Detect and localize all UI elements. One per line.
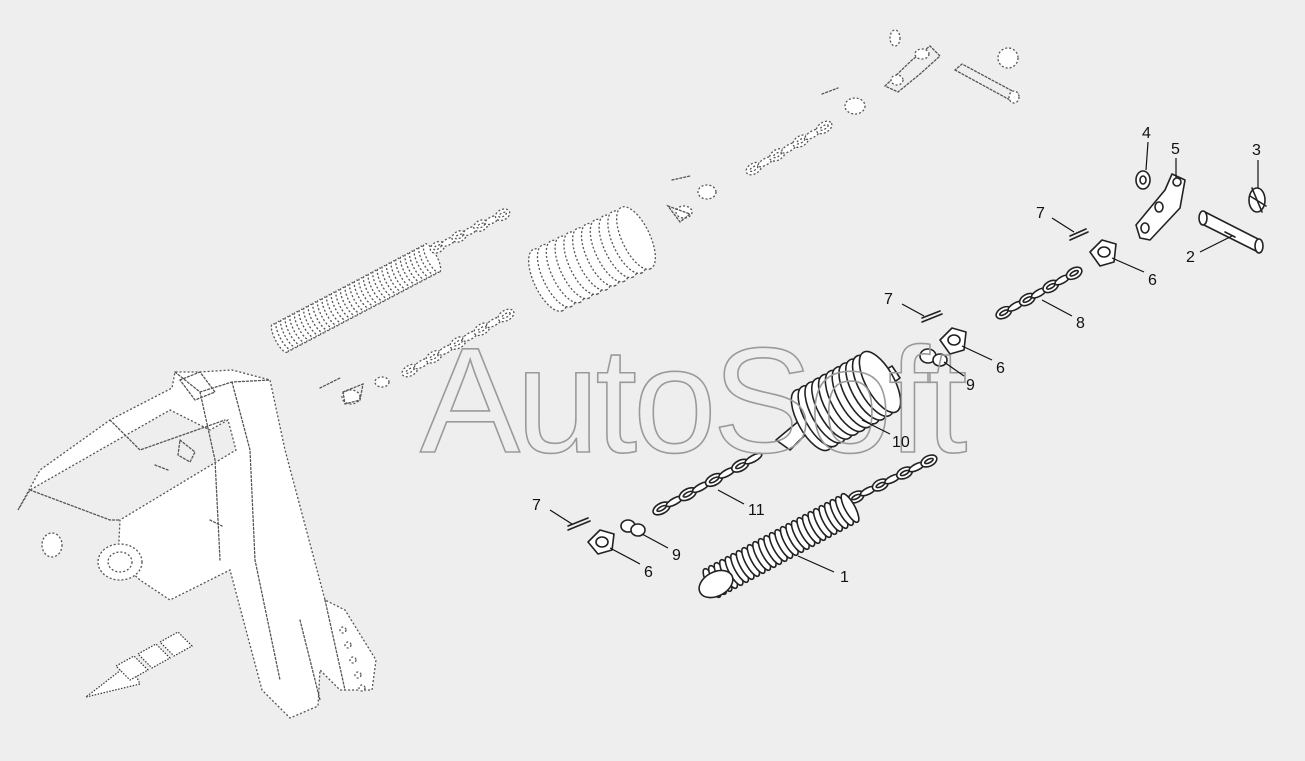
part-9-link-a xyxy=(919,348,948,367)
ghost-chain-b-link-hole xyxy=(429,353,439,361)
callout-label-7a: 7 xyxy=(1036,205,1045,222)
ghost-chain-lower xyxy=(401,308,515,378)
part-5-bracket xyxy=(1135,173,1186,241)
part-1-long-spring xyxy=(698,492,860,599)
part-3-lynch-pin xyxy=(1248,187,1267,213)
ghost-chain-b-link xyxy=(485,316,503,329)
ghost-hardware xyxy=(319,29,1020,405)
chain-11-link xyxy=(744,452,763,465)
spring-1-coil xyxy=(840,492,860,524)
callout-9a: 9 xyxy=(943,361,975,394)
ghost-chain-mid xyxy=(745,120,833,176)
ghost-coil-spring xyxy=(528,206,656,312)
tractor-frame xyxy=(17,369,377,719)
part-6-shackle-b xyxy=(939,327,967,355)
callout-3: 3 xyxy=(1252,142,1261,188)
callout-10: 10 xyxy=(861,419,910,451)
spring-1-end-hook xyxy=(698,569,734,599)
callout-1: 1 xyxy=(797,555,849,586)
callout-label-7c: 7 xyxy=(532,497,541,514)
callout-6c: 6 xyxy=(609,547,653,581)
ghost-chain-b-link xyxy=(437,344,455,356)
callout-7a: 7 xyxy=(1036,205,1075,233)
ghost-chain-upper xyxy=(429,208,511,254)
callout-5: 5 xyxy=(1171,141,1180,178)
callout-label-3: 3 xyxy=(1252,142,1261,159)
ghost-spring-coil xyxy=(422,243,442,273)
callout-label-10: 10 xyxy=(892,434,910,451)
ghost-chain-c-link-hole xyxy=(772,151,783,159)
callout-label-9b: 9 xyxy=(672,547,681,564)
part-7-cotter-pin-b xyxy=(921,310,943,323)
callout-7b: 7 xyxy=(884,291,925,317)
part-8-chain xyxy=(995,266,1083,320)
part-11-chain xyxy=(652,452,763,516)
chain-8-link-hole xyxy=(1069,269,1080,277)
callout-4: 4 xyxy=(1142,125,1151,171)
part-6-shackle-a xyxy=(1089,239,1117,267)
callout-2: 2 xyxy=(1186,235,1233,266)
ghost-assembly-row xyxy=(270,29,1020,405)
ghost-spring xyxy=(270,243,442,353)
part-1-chain xyxy=(847,454,938,504)
callout-11: 11 xyxy=(717,489,765,519)
ghost-coil-coil xyxy=(616,206,656,270)
callout-label-7b: 7 xyxy=(884,291,893,308)
callout-label-6b: 6 xyxy=(996,360,1005,377)
part-10-coil-spring xyxy=(775,350,902,452)
callout-label-1: 1 xyxy=(840,569,849,586)
ghost-chain-b-link-hole xyxy=(405,367,415,375)
ghost-chain-b-link-hole xyxy=(501,311,511,319)
callout-8: 8 xyxy=(1041,299,1085,332)
callout-9b: 9 xyxy=(641,533,681,564)
chain-1-link-hole xyxy=(923,457,934,465)
part-2-pin xyxy=(1198,210,1264,254)
part-9-link-b xyxy=(620,519,646,537)
callout-7c: 7 xyxy=(532,497,573,525)
callout-label-2: 2 xyxy=(1186,249,1195,266)
ghost-chain-c-link-hole xyxy=(749,165,759,173)
ghost-chain-b-link-hole xyxy=(453,339,463,347)
ghost-chain-a-link-hole xyxy=(498,211,507,218)
part-6-shackle-c xyxy=(587,529,615,555)
part-7-cotter-pin-c xyxy=(567,517,591,531)
callout-label-6c: 6 xyxy=(644,564,653,581)
callout-label-5: 5 xyxy=(1171,141,1180,158)
callout-6b: 6 xyxy=(961,345,1005,377)
callout-label-8: 8 xyxy=(1076,315,1085,332)
callout-6a: 6 xyxy=(1111,257,1157,289)
direction-arrow-icon xyxy=(85,631,193,698)
callout-label-11: 11 xyxy=(748,502,765,519)
ghost-chain-b-link-hole xyxy=(477,325,487,333)
watermark-text: AutoSoft xyxy=(420,316,967,484)
part-4-washer xyxy=(1135,170,1151,190)
spring-10-coil xyxy=(858,350,902,414)
part-7-cotter-pin-a xyxy=(1069,228,1089,241)
ghost-chain-c-link-hole xyxy=(819,123,829,131)
ghost-chain-c-link-hole xyxy=(795,137,806,145)
callout-label-6a: 6 xyxy=(1148,272,1157,289)
callout-label-9a: 9 xyxy=(966,377,975,394)
callout-label-4: 4 xyxy=(1142,125,1151,142)
